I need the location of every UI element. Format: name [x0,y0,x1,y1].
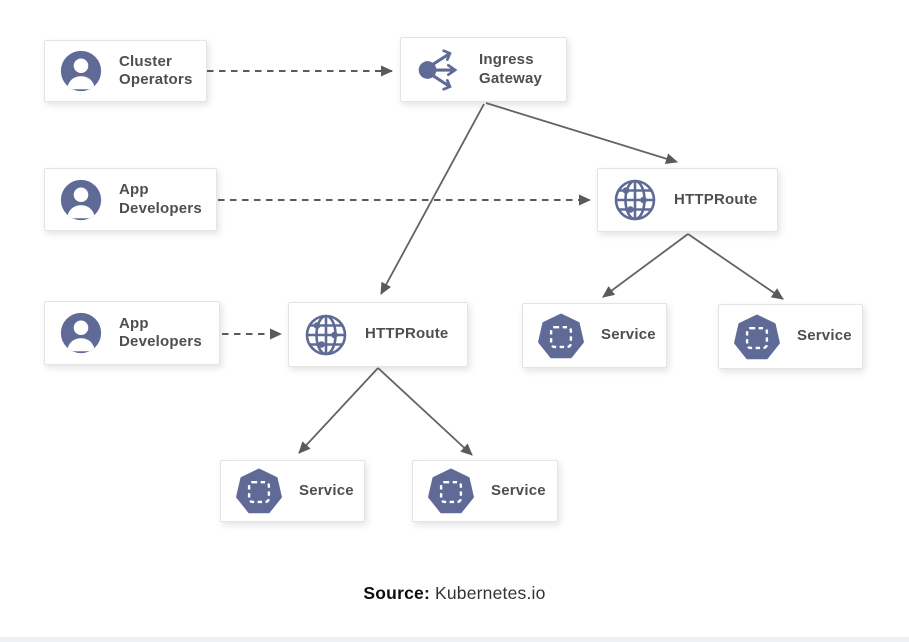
node-label: Service [299,481,354,499]
edge-httproute-left-to-service-1 [298,367,379,454]
node-label: App Developers [119,181,202,217]
node-ingress-gateway: Ingress Gateway [400,37,567,102]
source-label: Source: [363,583,430,603]
node-service-right-2: Service [718,304,863,369]
node-app-developers-low: App Developers [44,301,220,365]
node-label: Cluster Operators [119,52,193,88]
node-label: Service [491,481,546,499]
kubernetes-heptagon-icon [426,466,476,516]
user-icon [58,310,104,356]
kubernetes-heptagon-icon [234,466,284,516]
node-httproute-left: HTTPRoute [288,302,468,367]
node-service-left-2: Service [412,460,558,522]
node-httproute-right: HTTPRoute [597,168,778,232]
node-label: Service [797,327,852,345]
node-cluster-operators: Cluster Operators [44,40,207,102]
source-value: Kubernetes.io [434,583,546,603]
load-balancer-icon [414,45,464,95]
node-label: HTTPRoute [365,325,449,343]
user-icon [58,177,104,223]
globe-icon [611,176,659,224]
kubernetes-heptagon-icon [536,311,586,361]
bottom-edge-strip [0,637,909,642]
globe-icon [302,311,350,359]
node-label: Service [601,326,656,344]
edge-ingress-gateway-to-httproute-left [380,103,485,295]
edge-httproute-right-to-service-1 [602,233,689,298]
node-service-right-1: Service [522,303,667,368]
node-label: HTTPRoute [674,190,758,208]
node-app-developers-mid: App Developers [44,168,217,231]
node-label: App Developers [119,314,202,350]
source-caption: Source:Kubernetes.io [0,583,909,604]
kubernetes-heptagon-icon [732,312,782,362]
edge-httproute-right-to-service-2 [687,233,784,300]
edge-ingress-gateway-to-httproute-right [485,102,678,165]
node-service-left-1: Service [220,460,365,522]
edge-httproute-left-to-service-2 [377,367,473,456]
node-label: Ingress Gateway [479,51,543,87]
user-icon [58,48,104,94]
